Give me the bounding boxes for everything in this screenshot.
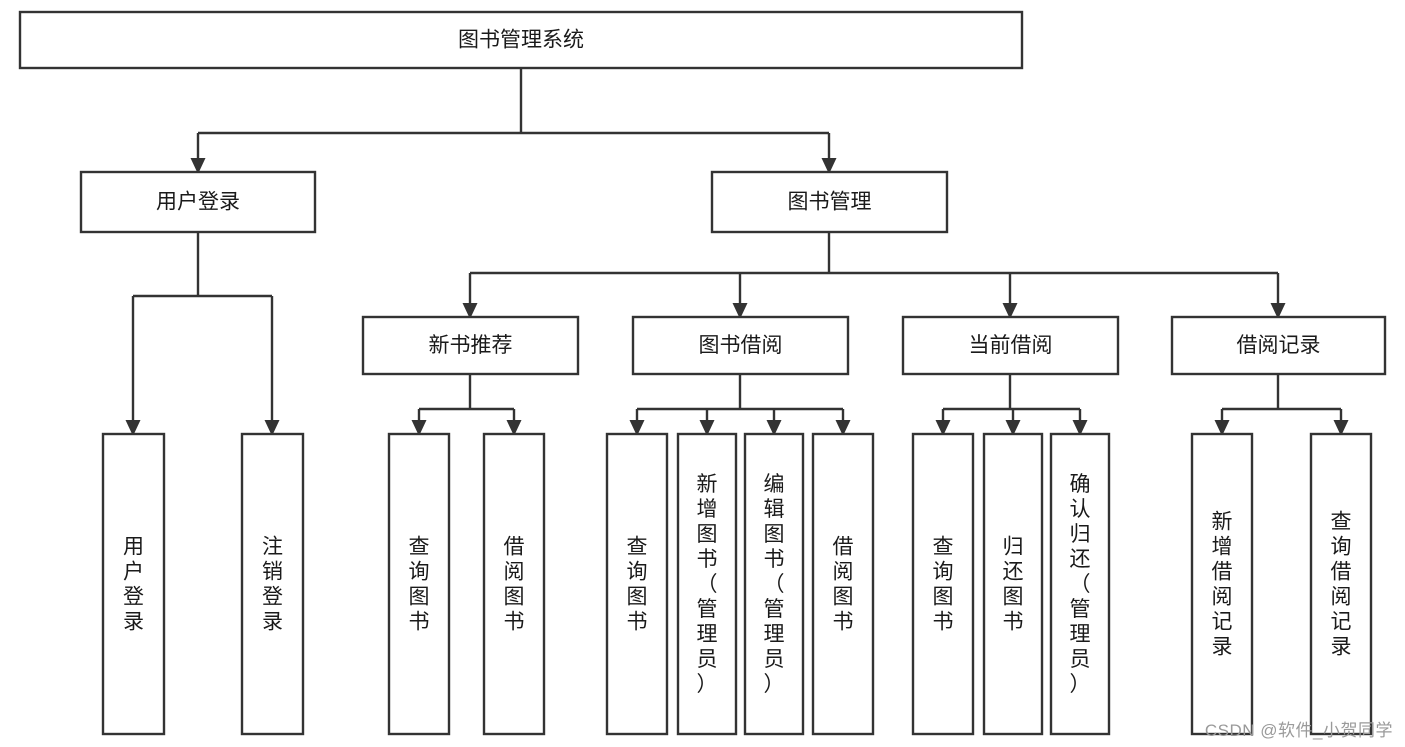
node-label: 新增图书（管理员） <box>697 473 718 696</box>
node-leaf-add-book[interactable]: 新增图书（管理员） <box>676 432 738 736</box>
arrow-head-icon <box>411 420 427 436</box>
node-label: 图书管理系统 <box>458 29 584 52</box>
node-label: 查询借阅记录 <box>1331 511 1352 659</box>
node-label: 新增借阅记录 <box>1212 511 1233 659</box>
arrow-head-icon <box>1005 420 1021 436</box>
arrow-head-icon <box>732 303 748 319</box>
connector-layer <box>125 68 1349 436</box>
connector-bus-new-book-rec <box>411 374 522 436</box>
watermark-label: CSDN @软件_小贺同学 <box>1204 721 1393 740</box>
arrow-head-icon <box>1072 420 1088 436</box>
arrow-head-icon <box>506 420 522 436</box>
node-label: 借阅记录 <box>1237 334 1321 357</box>
arrow-head-icon <box>1002 303 1018 319</box>
node-label: 图书借阅 <box>699 334 783 357</box>
node-box[interactable] <box>901 315 1120 376</box>
node-box[interactable] <box>1309 432 1373 736</box>
arrow-head-icon <box>264 420 280 436</box>
arrow-head-icon <box>462 303 478 319</box>
node-box[interactable] <box>1049 432 1111 736</box>
connector-bus-book-borrow <box>629 374 851 436</box>
node-label: 新书推荐 <box>429 334 513 357</box>
node-borrow-record[interactable]: 借阅记录 <box>1170 315 1387 376</box>
node-leaf-confirm-return[interactable]: 确认归还（管理员） <box>1049 432 1111 736</box>
connector-bus-book-manage <box>462 232 1286 319</box>
node-box[interactable] <box>1170 315 1387 376</box>
node-label: 编辑图书（管理员） <box>764 473 785 696</box>
arrow-head-icon <box>1214 420 1230 436</box>
connector-bus-borrow-record <box>1214 374 1349 436</box>
node-leaf-user-logout[interactable]: 注销登录 <box>240 432 305 736</box>
node-box[interactable] <box>811 432 875 736</box>
arrow-head-icon <box>835 420 851 436</box>
connector-bus-root <box>190 68 837 174</box>
arrow-head-icon <box>935 420 951 436</box>
node-leaf-query-book-2[interactable]: 查询图书 <box>605 432 669 736</box>
node-box[interactable] <box>676 432 738 736</box>
node-current-borrow[interactable]: 当前借阅 <box>901 315 1120 376</box>
node-box[interactable] <box>631 315 850 376</box>
node-leaf-borrow-book-1[interactable]: 借阅图书 <box>482 432 546 736</box>
arrow-head-icon <box>190 158 206 174</box>
node-box[interactable] <box>743 432 805 736</box>
node-label: 查询图书 <box>627 536 648 634</box>
node-label: 借阅图书 <box>504 536 525 634</box>
arrow-head-icon <box>125 420 141 436</box>
node-label: 当前借阅 <box>969 334 1053 357</box>
node-label: 用户登录 <box>123 536 144 634</box>
arrow-head-icon <box>766 420 782 436</box>
node-box[interactable] <box>361 315 580 376</box>
node-label: 用户登录 <box>156 191 240 214</box>
node-leaf-query-record[interactable]: 查询借阅记录 <box>1309 432 1373 736</box>
node-box[interactable] <box>1190 432 1254 736</box>
node-box[interactable] <box>482 432 546 736</box>
node-leaf-user-login[interactable]: 用户登录 <box>101 432 166 736</box>
node-box[interactable] <box>240 432 305 736</box>
node-leaf-borrow-book-2[interactable]: 借阅图书 <box>811 432 875 736</box>
node-leaf-add-record[interactable]: 新增借阅记录 <box>1190 432 1254 736</box>
node-root[interactable]: 图书管理系统 <box>18 10 1024 70</box>
node-box[interactable] <box>18 10 1024 70</box>
arrow-head-icon <box>821 158 837 174</box>
node-label: 确认归还（管理员） <box>1070 473 1091 696</box>
node-new-book-rec[interactable]: 新书推荐 <box>361 315 580 376</box>
node-label: 借阅图书 <box>833 536 854 634</box>
arrow-head-icon <box>1270 303 1286 319</box>
connector-bus-user-login <box>125 232 280 436</box>
node-box[interactable] <box>101 432 166 736</box>
node-label: 查询图书 <box>409 536 430 634</box>
node-box[interactable] <box>79 170 317 234</box>
node-leaf-query-book-1[interactable]: 查询图书 <box>387 432 451 736</box>
connector-bus-current-borrow <box>935 374 1088 436</box>
node-book-manage[interactable]: 图书管理 <box>710 170 949 234</box>
node-box[interactable] <box>387 432 451 736</box>
node-box[interactable] <box>982 432 1044 736</box>
node-label: 查询图书 <box>933 536 954 634</box>
node-user-login[interactable]: 用户登录 <box>79 170 317 234</box>
node-label: 归还图书 <box>1003 536 1024 634</box>
node-leaf-query-book-3[interactable]: 查询图书 <box>911 432 975 736</box>
node-leaf-edit-book[interactable]: 编辑图书（管理员） <box>743 432 805 736</box>
node-box[interactable] <box>911 432 975 736</box>
node-book-borrow[interactable]: 图书借阅 <box>631 315 850 376</box>
node-label: 注销登录 <box>262 536 283 634</box>
node-layer: 图书管理系统用户登录图书管理新书推荐图书借阅当前借阅借阅记录用户登录注销登录查询… <box>18 10 1387 736</box>
node-box[interactable] <box>710 170 949 234</box>
node-leaf-return-book[interactable]: 归还图书 <box>982 432 1044 736</box>
node-label: 图书管理 <box>788 191 872 214</box>
arrow-head-icon <box>699 420 715 436</box>
node-box[interactable] <box>605 432 669 736</box>
arrow-head-icon <box>1333 420 1349 436</box>
arrow-head-icon <box>629 420 645 436</box>
